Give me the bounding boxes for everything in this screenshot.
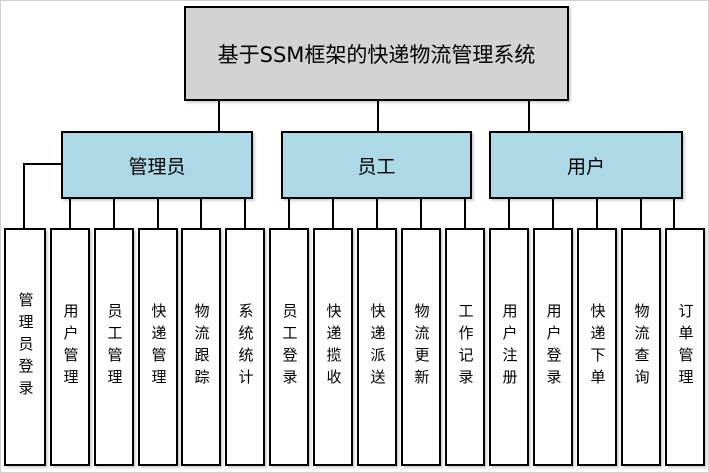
connector-line	[200, 199, 202, 228]
connector-line	[157, 199, 159, 228]
leaf-label: 物流跟踪	[192, 303, 211, 391]
leaf-node-express-delivery[interactable]: 快递派送	[357, 228, 397, 466]
connector-line	[673, 199, 675, 228]
connector-line	[464, 199, 466, 228]
connector-admin-leaf1-horizontal	[23, 163, 61, 165]
branch-label: 用户	[566, 155, 605, 178]
leaf-node-user-management[interactable]: 用户管理	[50, 228, 90, 466]
leaf-node-staff-login[interactable]: 员工登录	[269, 228, 309, 466]
leaf-node-express-management[interactable]: 快递管理	[138, 228, 178, 466]
leaf-label: 物流查询	[632, 303, 651, 391]
branch-label: 管理员	[128, 155, 186, 178]
leaf-node-express-order[interactable]: 快递下单	[577, 228, 617, 466]
connector-line	[508, 199, 510, 228]
connector-line	[332, 199, 334, 228]
leaf-node-order-management[interactable]: 订单管理	[665, 228, 705, 466]
connector-line	[113, 199, 115, 228]
leaf-node-staff-management[interactable]: 员工管理	[94, 228, 134, 466]
leaf-label: 系统统计	[236, 303, 255, 391]
leaf-label: 员工管理	[105, 303, 124, 391]
leaf-node-express-pickup[interactable]: 快递揽收	[313, 228, 353, 466]
leaf-node-work-record[interactable]: 工作记录	[445, 228, 485, 466]
leaf-node-logistics-query[interactable]: 物流查询	[621, 228, 661, 466]
connector-root-user	[528, 101, 530, 131]
connector-line	[69, 199, 71, 228]
connector-root-admin	[218, 101, 220, 131]
connector-root-staff	[377, 101, 379, 131]
leaf-node-user-register[interactable]: 用户注册	[489, 228, 529, 466]
leaf-label: 管理员登录	[16, 292, 35, 402]
leaf-node-logistics-update[interactable]: 物流更新	[401, 228, 441, 466]
leaf-node-logistics-tracking[interactable]: 物流跟踪	[181, 228, 221, 466]
branch-node-staff[interactable]: 员工	[281, 131, 472, 199]
branch-node-admin[interactable]: 管理员	[61, 131, 253, 199]
connector-line	[244, 199, 246, 228]
connector-line	[552, 199, 554, 228]
branch-node-user[interactable]: 用户	[489, 131, 683, 199]
connector-line	[376, 199, 378, 228]
connector-line	[596, 199, 598, 228]
leaf-label: 用户登录	[544, 303, 563, 391]
root-label: 基于SSM框架的快递物流管理系统	[217, 42, 536, 67]
leaf-node-system-statistics[interactable]: 系统统计	[225, 228, 265, 466]
root-node[interactable]: 基于SSM框架的快递物流管理系统	[184, 6, 569, 101]
connector-line	[288, 199, 290, 228]
leaf-node-admin-login[interactable]: 管理员登录	[4, 228, 46, 466]
connector-line	[420, 199, 422, 228]
leaf-label: 用户注册	[500, 303, 519, 391]
branch-label: 员工	[357, 155, 396, 178]
leaf-label: 用户管理	[61, 303, 80, 391]
connector-line	[640, 199, 642, 228]
leaf-label: 订单管理	[676, 303, 695, 391]
leaf-label: 快递下单	[588, 303, 607, 391]
leaf-node-user-login[interactable]: 用户登录	[533, 228, 573, 466]
leaf-label: 工作记录	[456, 303, 475, 391]
leaf-label: 物流更新	[412, 303, 431, 391]
connector-admin-leaf1-vertical	[23, 163, 25, 228]
leaf-label: 快递管理	[149, 303, 168, 391]
leaf-label: 快递派送	[368, 303, 387, 391]
leaf-label: 快递揽收	[324, 303, 343, 391]
leaf-label: 员工登录	[280, 303, 299, 391]
